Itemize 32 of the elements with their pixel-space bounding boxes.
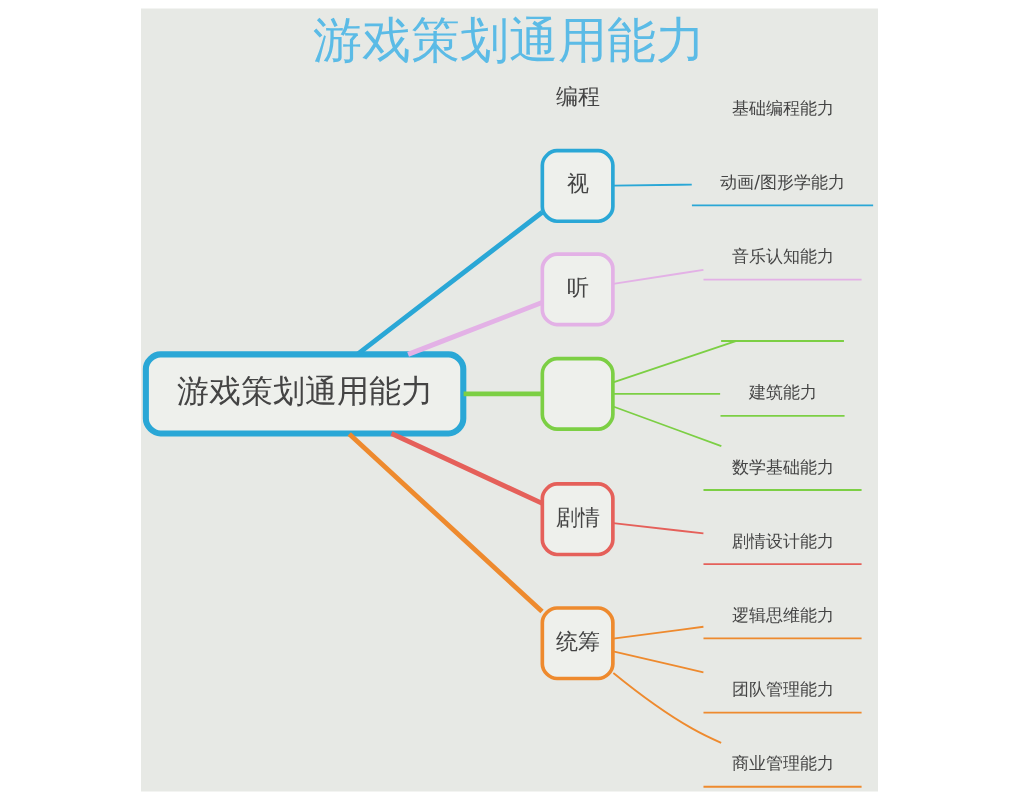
node-text: 建筑能力	[748, 382, 817, 403]
connector	[612, 522, 705, 535]
connector	[612, 340, 737, 384]
connector	[463, 391, 543, 397]
connector	[612, 268, 705, 285]
connector	[612, 183, 693, 187]
node-text: 音乐认知能力	[731, 246, 834, 267]
label: 基础编程能力	[731, 97, 834, 118]
connector	[612, 625, 705, 640]
label: 编程	[555, 83, 600, 109]
node-box: 视	[540, 148, 615, 224]
node-text: 剧情设计能力	[731, 530, 834, 551]
connector	[347, 432, 544, 614]
connector	[355, 210, 544, 357]
node-line	[720, 340, 845, 342]
node-text: 数学基础能力	[731, 456, 834, 477]
node-box: 听	[540, 252, 615, 327]
node-box: 剧情	[540, 482, 615, 557]
node-text: 动画/图形学能力	[720, 172, 845, 193]
diagram-title: 游戏策划通用能力	[313, 12, 706, 69]
connector	[612, 405, 723, 448]
node-box: 游戏策划通用能力	[142, 351, 467, 437]
node-text: 逻辑思维能力	[731, 604, 834, 625]
node-box	[540, 356, 615, 431]
connector	[390, 431, 544, 506]
connector	[612, 393, 722, 395]
node-text: 团队管理能力	[731, 679, 834, 700]
connector	[612, 672, 723, 744]
node-text: 商业管理能力	[731, 753, 834, 774]
connector	[407, 300, 543, 357]
node-box: 统筹	[540, 606, 615, 681]
connector	[612, 650, 705, 674]
